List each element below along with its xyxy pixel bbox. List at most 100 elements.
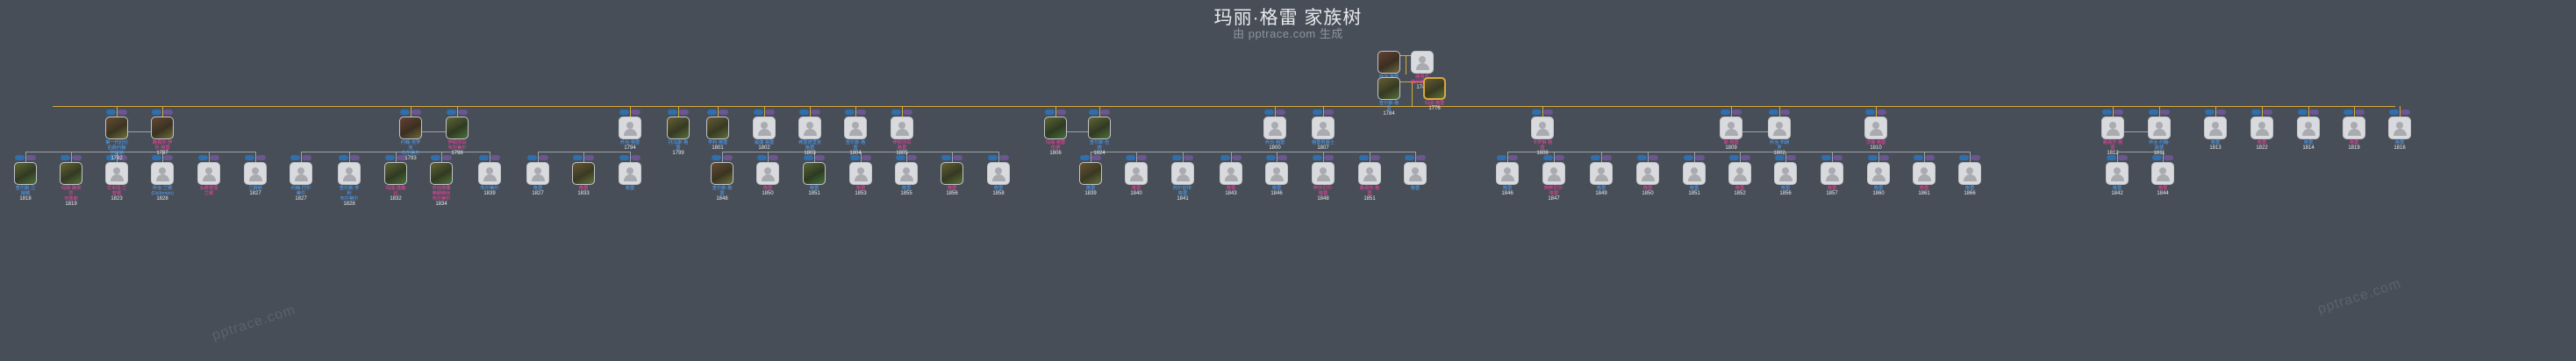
- relationship-chip[interactable]: [1695, 155, 1705, 160]
- relationship-chip[interactable]: [988, 155, 998, 160]
- relationship-chip[interactable]: [163, 155, 173, 160]
- person-avatar-placeholder[interactable]: [1590, 162, 1613, 185]
- relationship-chip[interactable]: [619, 110, 629, 115]
- relationship-chip[interactable]: [2118, 155, 2128, 160]
- relationship-chip[interactable]: [1868, 155, 1878, 160]
- relationship-chip[interactable]: [1729, 155, 1739, 160]
- person-portrait[interactable]: [14, 162, 37, 185]
- relationship-chip[interactable]: [1971, 155, 1980, 160]
- relationship-chip[interactable]: [619, 155, 629, 160]
- relationship-chip[interactable]: [1276, 110, 1285, 115]
- relationship-chip[interactable]: [723, 155, 733, 160]
- person-avatar-placeholder[interactable]: [2151, 162, 2174, 185]
- relationship-chip[interactable]: [815, 155, 825, 160]
- person-avatar-placeholder[interactable]: [1542, 162, 1565, 185]
- relationship-chip[interactable]: [400, 110, 410, 115]
- relationship-chip[interactable]: [903, 110, 912, 115]
- person-node[interactable]: 女爵爱丽 兰顿: [197, 162, 220, 196]
- relationship-chip[interactable]: [1359, 155, 1369, 160]
- person-avatar-placeholder[interactable]: [1312, 162, 1335, 185]
- relationship-chip[interactable]: [856, 110, 866, 115]
- relationship-chip[interactable]: [891, 110, 901, 115]
- relationship-chip[interactable]: [953, 155, 962, 160]
- person-avatar-placeholder[interactable]: [844, 117, 867, 139]
- relationship-chip[interactable]: [799, 110, 809, 115]
- relationship-chip[interactable]: [2164, 155, 2173, 160]
- relationship-chip[interactable]: [72, 155, 82, 160]
- person-avatar-placeholder[interactable]: [1774, 162, 1797, 185]
- person-portrait[interactable]: [572, 162, 595, 185]
- relationship-chip[interactable]: [1089, 110, 1098, 115]
- relationship-chip[interactable]: [1324, 155, 1334, 160]
- relationship-chip[interactable]: [118, 155, 127, 160]
- person-avatar-placeholder[interactable]: [1411, 51, 1434, 74]
- relationship-chip[interactable]: [1591, 155, 1600, 160]
- relationship-chip[interactable]: [163, 110, 173, 115]
- relationship-chip[interactable]: [458, 110, 468, 115]
- person-avatar-placeholder[interactable]: [1171, 162, 1194, 185]
- relationship-chip[interactable]: [1637, 155, 1647, 160]
- person-avatar-placeholder[interactable]: [753, 117, 776, 139]
- relationship-chip[interactable]: [2149, 110, 2158, 115]
- relationship-chip[interactable]: [447, 110, 456, 115]
- relationship-chip[interactable]: [2160, 110, 2170, 115]
- person-avatar-placeholder[interactable]: [1720, 117, 1742, 139]
- relationship-chip[interactable]: [2114, 110, 2123, 115]
- person-avatar-placeholder[interactable]: [1496, 162, 1519, 185]
- person-avatar-placeholder[interactable]: [798, 117, 821, 139]
- relationship-chip[interactable]: [1405, 155, 1414, 160]
- relationship-chip[interactable]: [411, 110, 421, 115]
- person-avatar-placeholder[interactable]: [338, 162, 361, 185]
- relationship-chip[interactable]: [1370, 155, 1380, 160]
- relationship-chip[interactable]: [765, 110, 775, 115]
- person-avatar-placeholder[interactable]: [1913, 162, 1936, 185]
- relationship-chip[interactable]: [302, 155, 311, 160]
- person-avatar-placeholder[interactable]: [2250, 117, 2273, 139]
- person-avatar-placeholder[interactable]: [1263, 117, 1286, 139]
- person-avatar-placeholder[interactable]: [619, 117, 641, 139]
- relationship-chip[interactable]: [2102, 110, 2112, 115]
- person-avatar-placeholder[interactable]: [1265, 162, 1288, 185]
- relationship-chip[interactable]: [719, 110, 728, 115]
- person-portrait[interactable]: [60, 162, 82, 185]
- relationship-chip[interactable]: [631, 110, 640, 115]
- person-avatar-placeholder[interactable]: [478, 162, 501, 185]
- person-avatar-placeholder[interactable]: [619, 162, 641, 185]
- relationship-chip[interactable]: [61, 155, 70, 160]
- person-portrait[interactable]: [803, 162, 826, 185]
- relationship-chip[interactable]: [118, 110, 127, 115]
- relationship-chip[interactable]: [385, 155, 395, 160]
- relationship-chip[interactable]: [2263, 110, 2272, 115]
- person-avatar-placeholder[interactable]: [2148, 117, 2171, 139]
